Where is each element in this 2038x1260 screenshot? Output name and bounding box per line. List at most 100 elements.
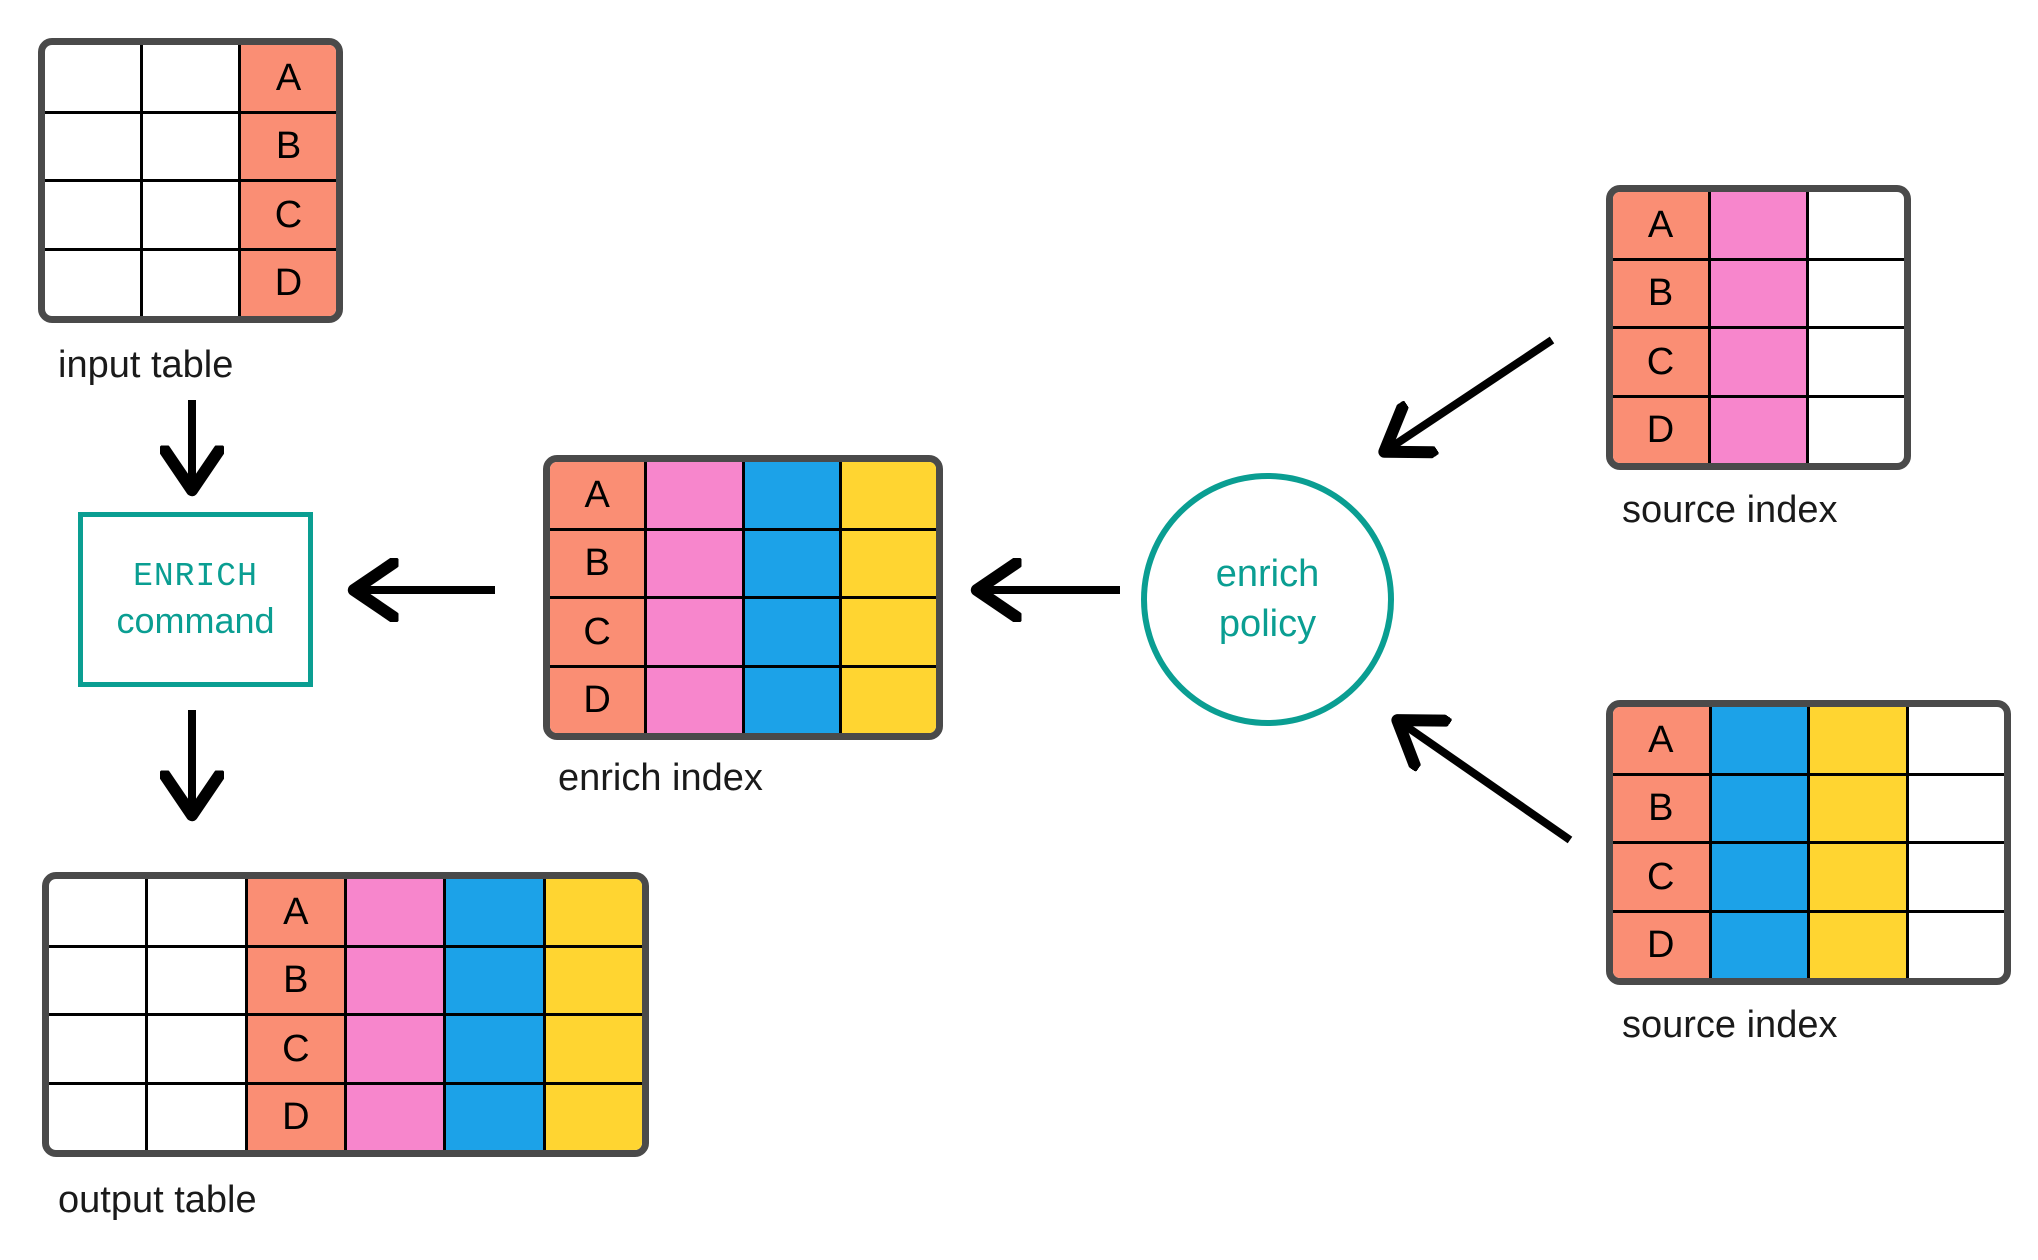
table-cell: [542, 879, 642, 945]
table-row: A: [550, 462, 936, 528]
input-table-caption: input table: [58, 344, 234, 386]
table-cell-key: C: [1613, 329, 1708, 395]
table-cell-key: C: [550, 599, 645, 665]
table-cell: [140, 113, 238, 179]
table-cell: [443, 947, 543, 1013]
table-cell: [1807, 912, 1906, 978]
table-cell-key: A: [1613, 707, 1709, 773]
table-cell: [45, 251, 140, 317]
table-cell: [45, 114, 140, 180]
table-row: A: [49, 879, 642, 945]
table-cell: [443, 1016, 543, 1082]
arrow-source-top-to-policy: [1387, 336, 1555, 450]
table-cell: [343, 879, 444, 945]
table-cell: [443, 1084, 543, 1150]
source-index-top-table: A B C D: [1606, 185, 1911, 470]
table-cell: [49, 1085, 145, 1151]
table-row: C: [1613, 841, 2004, 910]
table-cell: [644, 530, 742, 596]
output-table-caption: output table: [58, 1179, 257, 1221]
table-row: C: [49, 1013, 642, 1082]
enrich-command-keyword: ENRICH: [133, 558, 258, 596]
input-table: A B C D: [38, 38, 343, 323]
table-row: A: [1613, 192, 1904, 258]
enrich-policy-line1: enrich: [1215, 553, 1320, 596]
table-cell: [1905, 775, 2005, 841]
table-cell: [838, 667, 936, 733]
enrich-policy-line2: policy: [1218, 602, 1317, 645]
table-cell-key: C: [244, 1016, 344, 1082]
table-row: B: [49, 944, 642, 1014]
enrich-index-caption: enrich index: [558, 757, 763, 799]
table-cell: [343, 1016, 444, 1082]
table-cell: [1905, 844, 2005, 910]
table-cell: [1905, 912, 2005, 978]
table-cell: [140, 45, 238, 111]
table-row: C: [45, 179, 336, 248]
table-cell: [145, 879, 244, 945]
table-cell: [140, 182, 238, 248]
output-table: A B C D: [42, 872, 649, 1157]
source-index-bottom-table: A B C D: [1606, 700, 2011, 985]
table-cell-key: A: [244, 879, 344, 945]
table-cell-key: D: [550, 667, 645, 733]
table-cell: [145, 947, 244, 1013]
table-cell-key: B: [238, 113, 336, 179]
table-cell: [1708, 912, 1807, 978]
table-cell: [1905, 707, 2005, 773]
table-cell-key: D: [1613, 397, 1708, 463]
table-row: B: [45, 110, 336, 180]
table-row: B: [550, 527, 936, 596]
table-cell: [1708, 329, 1806, 395]
table-cell: [49, 879, 145, 945]
table-cell: [542, 1084, 642, 1150]
table-cell: [45, 182, 140, 248]
table-cell: [741, 530, 839, 596]
table-cell: [741, 599, 839, 665]
enrich-command-box[interactable]: ENRICH command: [78, 512, 313, 687]
table-cell-key: D: [238, 250, 336, 316]
table-cell: [1708, 844, 1807, 910]
table-cell: [1708, 775, 1807, 841]
table-cell-key: C: [1613, 844, 1709, 910]
table-cell: [1806, 329, 1904, 395]
table-row: A: [1613, 707, 2004, 773]
table-row: D: [1613, 394, 1904, 463]
table-cell-key: B: [550, 530, 645, 596]
table-cell: [343, 947, 444, 1013]
table-row: C: [1613, 326, 1904, 395]
table-cell: [1708, 397, 1806, 463]
table-cell: [644, 599, 742, 665]
table-cell: [644, 667, 742, 733]
table-cell-key: C: [238, 182, 336, 248]
table-cell-key: A: [550, 462, 645, 528]
table-cell: [741, 462, 839, 528]
table-cell: [1807, 707, 1906, 773]
table-cell: [741, 667, 839, 733]
table-cell: [542, 1016, 642, 1082]
table-cell: [838, 462, 936, 528]
table-cell: [1708, 192, 1806, 258]
table-row: B: [1613, 257, 1904, 326]
table-cell: [838, 599, 936, 665]
table-cell: [140, 250, 238, 316]
table-cell-key: D: [1613, 912, 1709, 978]
table-cell: [1807, 844, 1906, 910]
enrich-policy-circle[interactable]: enrich policy: [1141, 473, 1394, 726]
table-cell: [1807, 775, 1906, 841]
table-cell: [1708, 260, 1806, 326]
table-row: A: [45, 45, 336, 111]
table-row: D: [550, 664, 936, 733]
table-cell-key: A: [238, 45, 336, 111]
table-cell: [145, 1016, 244, 1082]
table-cell: [49, 948, 145, 1014]
table-cell: [443, 879, 543, 945]
source-index-top-caption: source index: [1622, 489, 1838, 531]
arrow-source-bottom-to-policy: [1400, 722, 1573, 844]
table-row: D: [49, 1081, 642, 1151]
table-cell-key: B: [1613, 775, 1709, 841]
enrich-command-label: command: [116, 599, 275, 641]
table-cell: [49, 1016, 145, 1082]
table-row: B: [1613, 772, 2005, 841]
